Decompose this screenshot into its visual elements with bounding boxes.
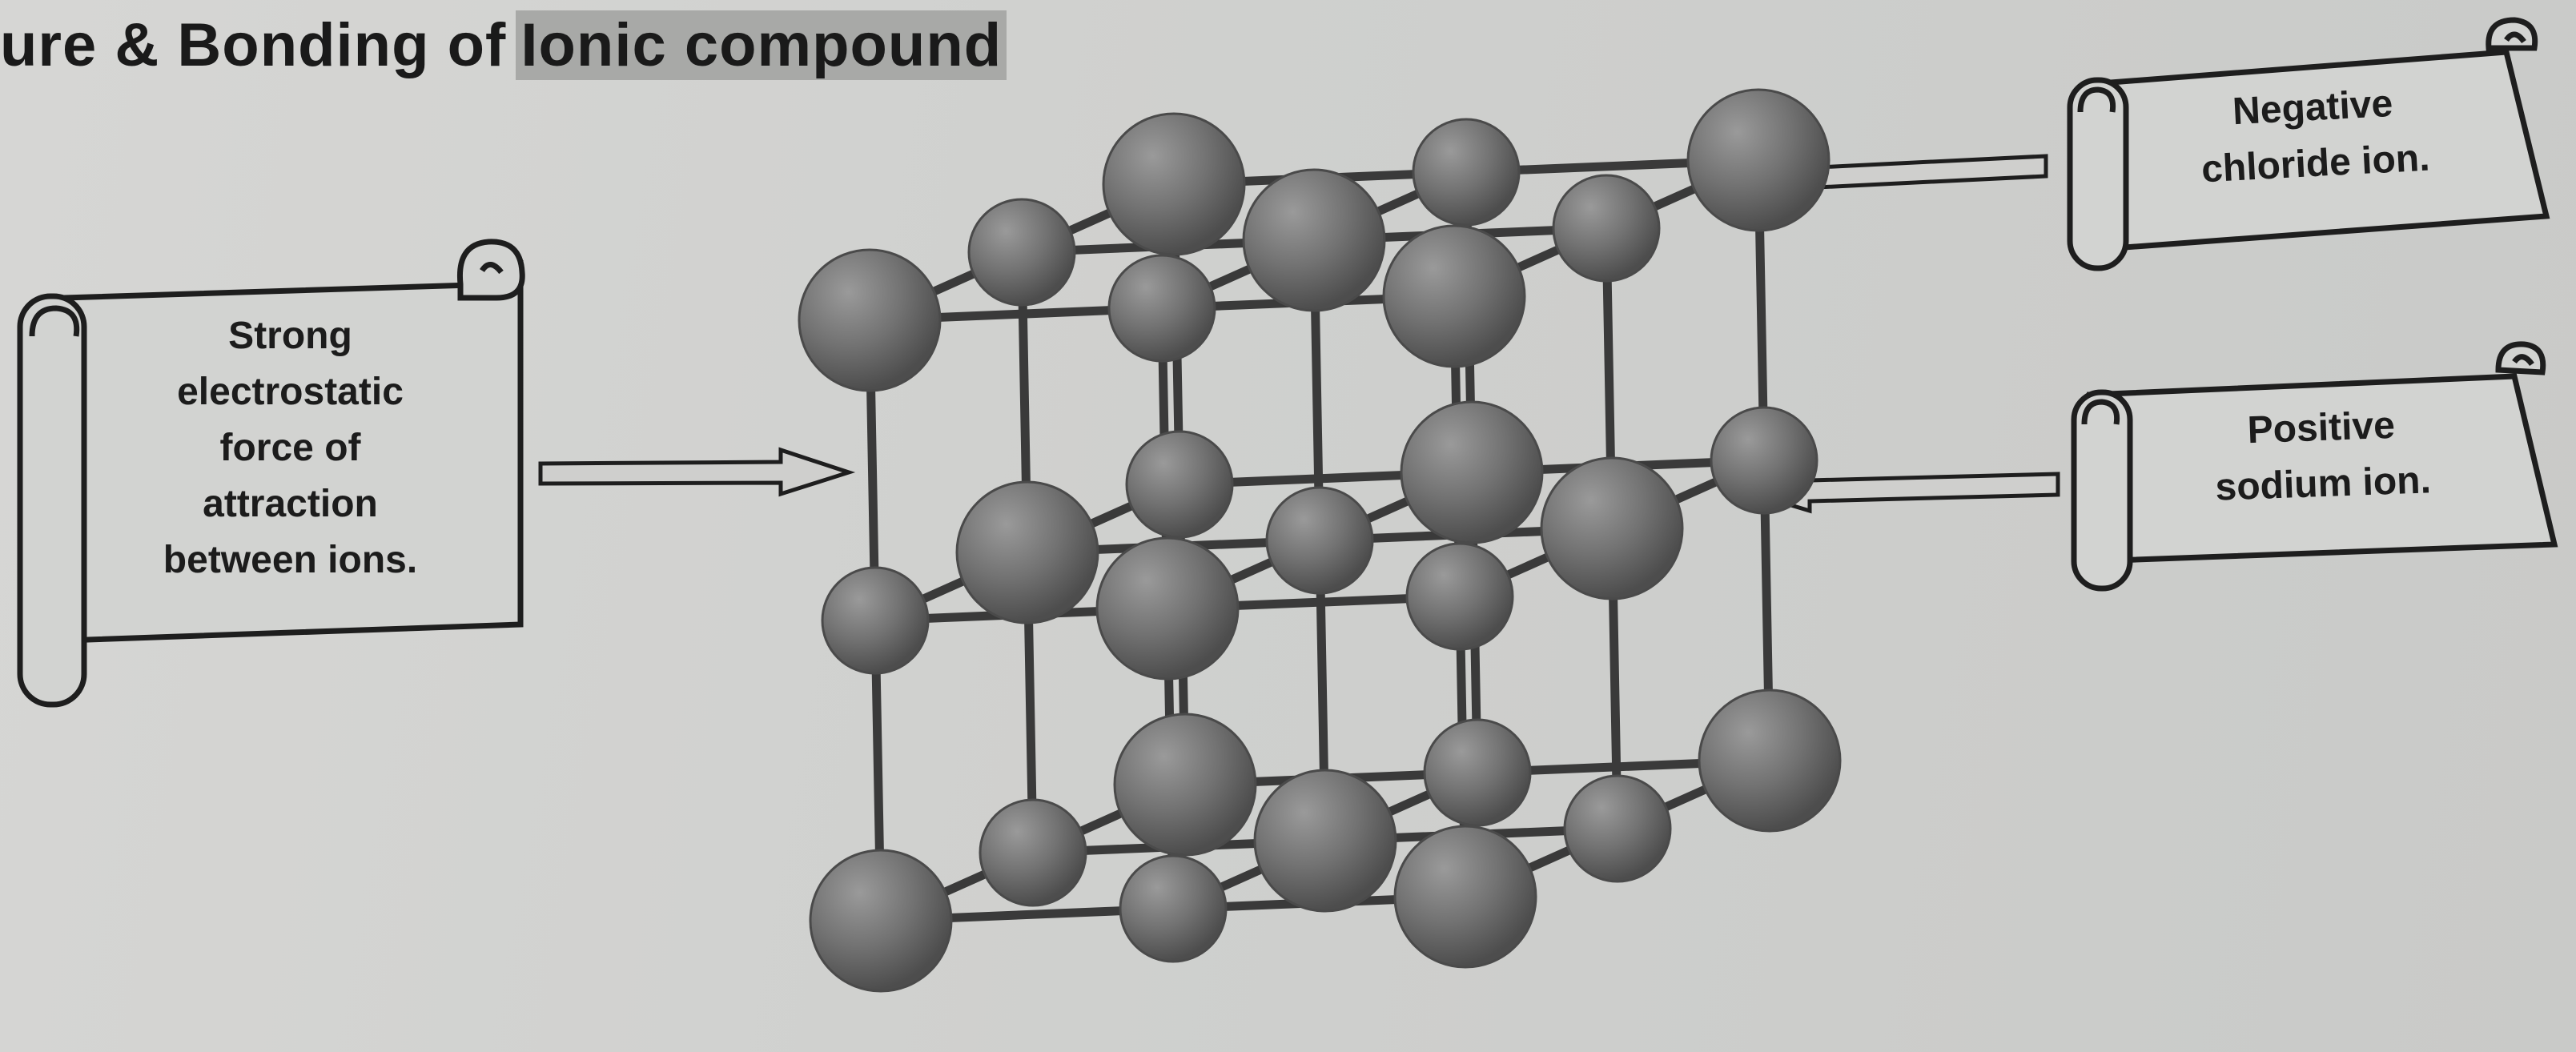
- sodium-callout-text: Positive sodium ion.: [2214, 404, 2432, 509]
- chloride-ion-sphere: [1113, 713, 1257, 857]
- diagram-title: ure & Bonding of Ionic compound: [0, 0, 1007, 80]
- sodium-ion-sphere: [1412, 118, 1521, 227]
- chloride-ion-sphere: [1686, 88, 1831, 232]
- chloride-callout-text: Negative chloride ion.: [2200, 82, 2431, 191]
- sodium-ion-sphere: [1552, 174, 1661, 283]
- lattice-ions: [798, 88, 1842, 993]
- left-scroll-callout: [17, 239, 525, 708]
- sodium-ion-sphere: [979, 798, 1087, 907]
- chloride-scroll-callout: [2067, 17, 2550, 271]
- chloride-ion-sphere: [1698, 689, 1842, 833]
- sodium-ion-sphere: [821, 566, 930, 675]
- chloride-ion-sphere: [798, 248, 942, 392]
- sodium-ion-sphere: [1265, 486, 1374, 595]
- sodium-ion-sphere: [1423, 718, 1532, 827]
- sodium-ion-sphere: [1125, 430, 1234, 539]
- chloride-ion-sphere: [1102, 112, 1246, 256]
- chloride-ion-sphere: [955, 480, 1099, 624]
- title-part-2-highlighted: Ionic compound: [516, 10, 1007, 80]
- left-callout-text: Strong electrostatic force of attraction…: [163, 315, 418, 581]
- sodium-scroll-callout: [2071, 341, 2558, 592]
- sodium-ion-sphere: [1107, 254, 1216, 363]
- chloride-ion-sphere: [1242, 168, 1386, 312]
- chloride-ion-sphere: [809, 849, 953, 993]
- chloride-ion-sphere: [1095, 536, 1240, 681]
- sodium-ion-sphere: [1119, 854, 1228, 963]
- chloride-ion-sphere: [1393, 825, 1537, 969]
- sodium-ion-sphere: [1710, 406, 1818, 515]
- title-part-1: ure & Bonding of: [0, 11, 507, 79]
- sodium-ion-sphere: [1563, 774, 1672, 883]
- sodium-ion-sphere: [967, 198, 1076, 307]
- left-arrow: [538, 447, 856, 497]
- chloride-ion-sphere: [1382, 224, 1526, 368]
- sodium-ion-sphere: [1405, 542, 1514, 651]
- chloride-ion-sphere: [1253, 769, 1397, 913]
- chloride-ion-sphere: [1540, 456, 1684, 600]
- chloride-ion-sphere: [1400, 400, 1544, 544]
